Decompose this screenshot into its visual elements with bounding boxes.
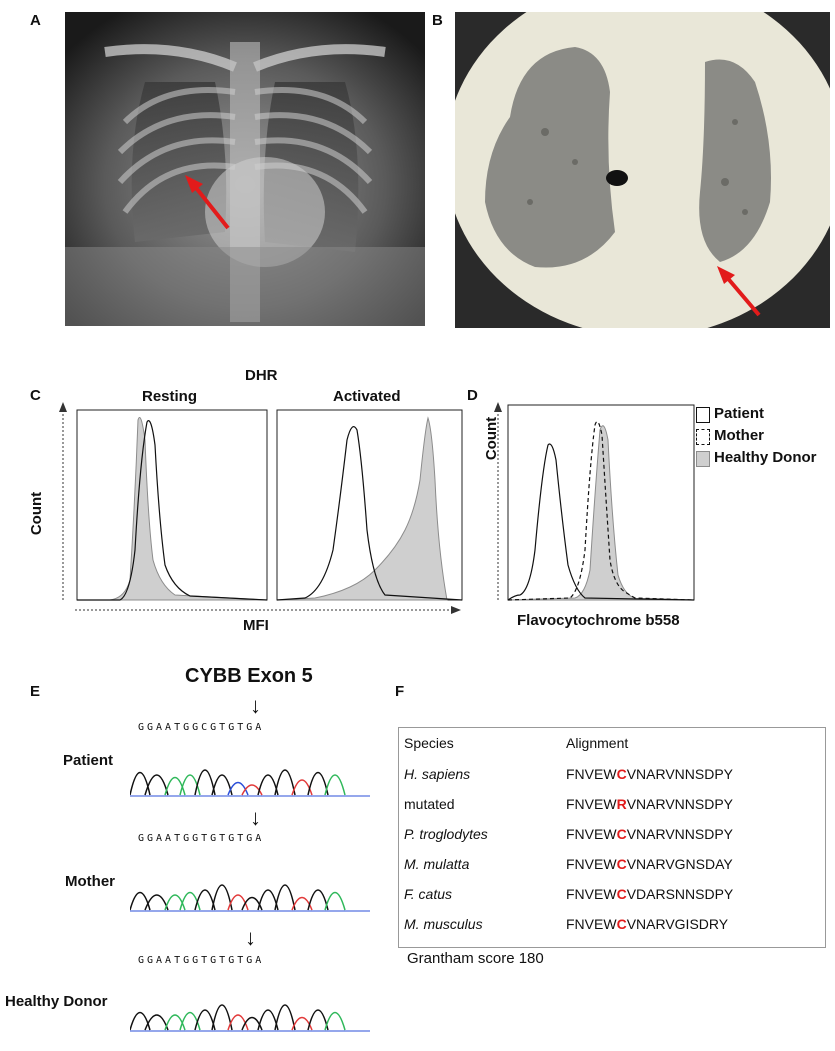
panel-label-b: B xyxy=(432,12,443,29)
histogram-d xyxy=(494,402,695,601)
alignment-mut-0: C xyxy=(616,766,627,782)
alignment-mut-4: C xyxy=(616,886,627,902)
d-mother-line xyxy=(507,421,695,601)
y-axis-arrow-c xyxy=(59,402,67,412)
chromatogram-healthy-donor xyxy=(130,1004,370,1032)
legend-swatch-healthy-donor xyxy=(696,451,710,467)
flavocytochrome-label: Flavocytochrome b558 xyxy=(517,612,680,629)
ct-scan-image xyxy=(445,0,835,337)
panel-label-a: A xyxy=(30,12,41,29)
alignment-row-3: FNVEWCVNARVGNSDAY xyxy=(566,856,733,872)
arrow-line-b xyxy=(723,273,761,317)
alignment-pre-5: FNVEW xyxy=(566,916,617,932)
cybb-exon-title: CYBB Exon 5 xyxy=(185,665,313,687)
alignment-pre-4: FNVEW xyxy=(566,886,617,902)
count-label-c: Count xyxy=(28,491,46,536)
chromatogram-mother xyxy=(130,884,370,912)
sequence-healthy-donor: GGAATGGTGTGTGA xyxy=(138,955,265,966)
resting-frame xyxy=(76,409,268,601)
alignment-row-2: FNVEWCVNARVNNSDPY xyxy=(566,826,733,842)
legend-label-mother: Mother xyxy=(714,427,764,444)
alignment-row-1: FNVEWRVNARVNNSDPY xyxy=(566,796,733,812)
d-patient-line xyxy=(507,443,695,601)
sequence-mother: GGAATGGTGTGTGA xyxy=(138,833,265,844)
alignment-post-3: VNARVGNSDAY xyxy=(626,856,733,872)
alignment-table: Species Alignment H. sapiens FNVEWCVNARV… xyxy=(398,727,826,948)
legend-label-patient: Patient xyxy=(714,405,765,422)
alignment-pre-3: FNVEW xyxy=(566,856,617,872)
resting-patient-line xyxy=(77,420,268,601)
dhr-title: DHR xyxy=(245,367,278,384)
mfi-label: MFI xyxy=(243,617,269,634)
resting-donor-fill xyxy=(77,417,268,601)
trace-label-healthy-donor: Healthy Donor xyxy=(5,993,108,1010)
ct-scan-drawing xyxy=(445,0,835,337)
header-species: Species xyxy=(404,735,454,751)
down-arrow-3: ↓ xyxy=(245,925,256,950)
panel-label-e: E xyxy=(30,683,41,700)
alignment-mut-1: R xyxy=(616,796,627,812)
legend-swatch-patient xyxy=(696,407,710,423)
arrow-head-b xyxy=(717,266,735,284)
grantham-score: Grantham score 180 xyxy=(407,950,544,967)
down-arrow-2: ↓ xyxy=(250,805,261,830)
species-row-3: M. mulatta xyxy=(404,856,470,872)
panel-label-d: D xyxy=(467,387,478,404)
alignment-post-2: VNARVNNSDPY xyxy=(626,826,734,842)
species-row-5: M. musculus xyxy=(404,916,483,932)
species-row-0: H. sapiens xyxy=(404,766,471,782)
alignment-mut-5: C xyxy=(616,916,627,932)
down-arrow-1: ↓ xyxy=(250,693,261,718)
header-alignment: Alignment xyxy=(566,735,629,751)
panel-label-f: F xyxy=(395,683,405,700)
activated-patient-line xyxy=(276,426,463,601)
sequence-patient: GGAATGGCGTGTGA xyxy=(138,722,265,733)
chromatogram-patient xyxy=(130,769,370,797)
species-row-4: F. catus xyxy=(404,886,452,902)
d-donor-fill xyxy=(507,425,695,601)
arrow-head-a xyxy=(185,175,203,193)
resting-subtitle: Resting xyxy=(142,388,198,405)
activated-donor-fill xyxy=(276,416,448,601)
species-row-1: mutated xyxy=(404,796,455,812)
alignment-post-5: VNARVGISDRY xyxy=(626,916,729,932)
activated-subtitle: Activated xyxy=(333,388,401,405)
legend-label-healthy-donor: Healthy Donor xyxy=(714,449,817,466)
panel-label-c: C xyxy=(30,387,41,404)
chest-xray-image xyxy=(65,12,425,326)
histogram-c xyxy=(59,402,463,614)
alignment-pre-1: FNVEW xyxy=(566,796,617,812)
x-axis-arrow-c xyxy=(451,606,461,614)
y-axis-arrow-d xyxy=(494,402,502,412)
chest-xray-drawing xyxy=(65,12,425,326)
alignment-pre-0: FNVEW xyxy=(566,766,617,782)
trace-label-mother: Mother xyxy=(65,873,115,890)
alignment-post-0: VNARVNNSDPY xyxy=(626,766,734,782)
alignment-pre-2: FNVEW xyxy=(566,826,617,842)
alignment-post-4: VDARSNNSDPY xyxy=(626,886,734,902)
alignment-row-4: FNVEWCVDARSNNSDPY xyxy=(566,886,733,902)
arrow-line-a xyxy=(191,182,230,230)
alignment-mut-3: C xyxy=(616,856,627,872)
trace-label-patient: Patient xyxy=(63,752,114,769)
legend-swatch-mother xyxy=(696,429,710,445)
alignment-mut-2: C xyxy=(616,826,627,842)
alignment-row-0: FNVEWCVNARVNNSDPY xyxy=(566,766,733,782)
alignment-post-1: VNARVNNSDPY xyxy=(626,796,734,812)
alignment-row-5: FNVEWCVNARVGISDRY xyxy=(566,916,728,932)
species-row-2: P. troglodytes xyxy=(404,826,488,842)
